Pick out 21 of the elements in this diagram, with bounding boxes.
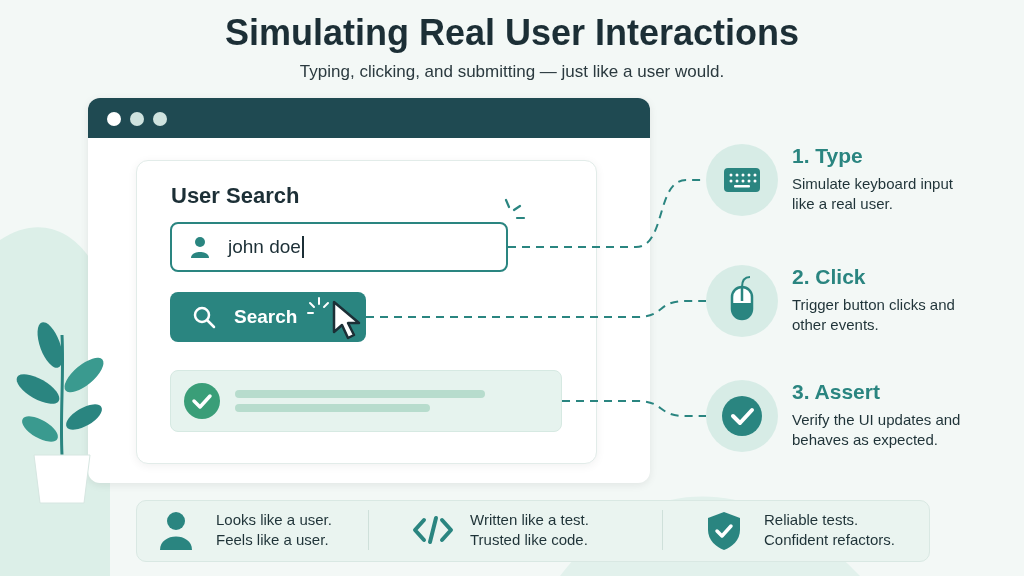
feature-text: Reliable tests.	[764, 511, 859, 528]
feature-text: Written like a test.	[470, 511, 589, 528]
result-row	[170, 370, 562, 432]
step-heading: 2. Click	[792, 265, 866, 289]
search-card	[136, 160, 597, 464]
step-description: Trigger button clicks and other events.	[792, 295, 956, 335]
step-heading: 1. Type	[792, 144, 863, 168]
dashed-connector	[365, 300, 707, 318]
feature-text: Trusted like code.	[470, 531, 588, 548]
input-field: john doe	[170, 222, 508, 272]
step-heading: 3. Assert	[792, 380, 880, 404]
step-description: Simulate keyboard input like a real user.	[792, 174, 954, 214]
step-description: Verify the UI updates and behaves as expected.	[792, 410, 962, 450]
card-heading: User Search	[171, 183, 300, 209]
feature-text: Feels like a user.	[216, 531, 329, 548]
feature-text: Confident refactors.	[764, 531, 895, 548]
subtitle: Typing, clicking, and submitting — just like a user would.	[298, 62, 726, 82]
feature-text: Looks like a user.	[216, 511, 332, 528]
search-button: Search	[170, 292, 366, 342]
title: Simulating Real User Interactions	[223, 12, 801, 54]
dashed-connector	[561, 400, 707, 417]
